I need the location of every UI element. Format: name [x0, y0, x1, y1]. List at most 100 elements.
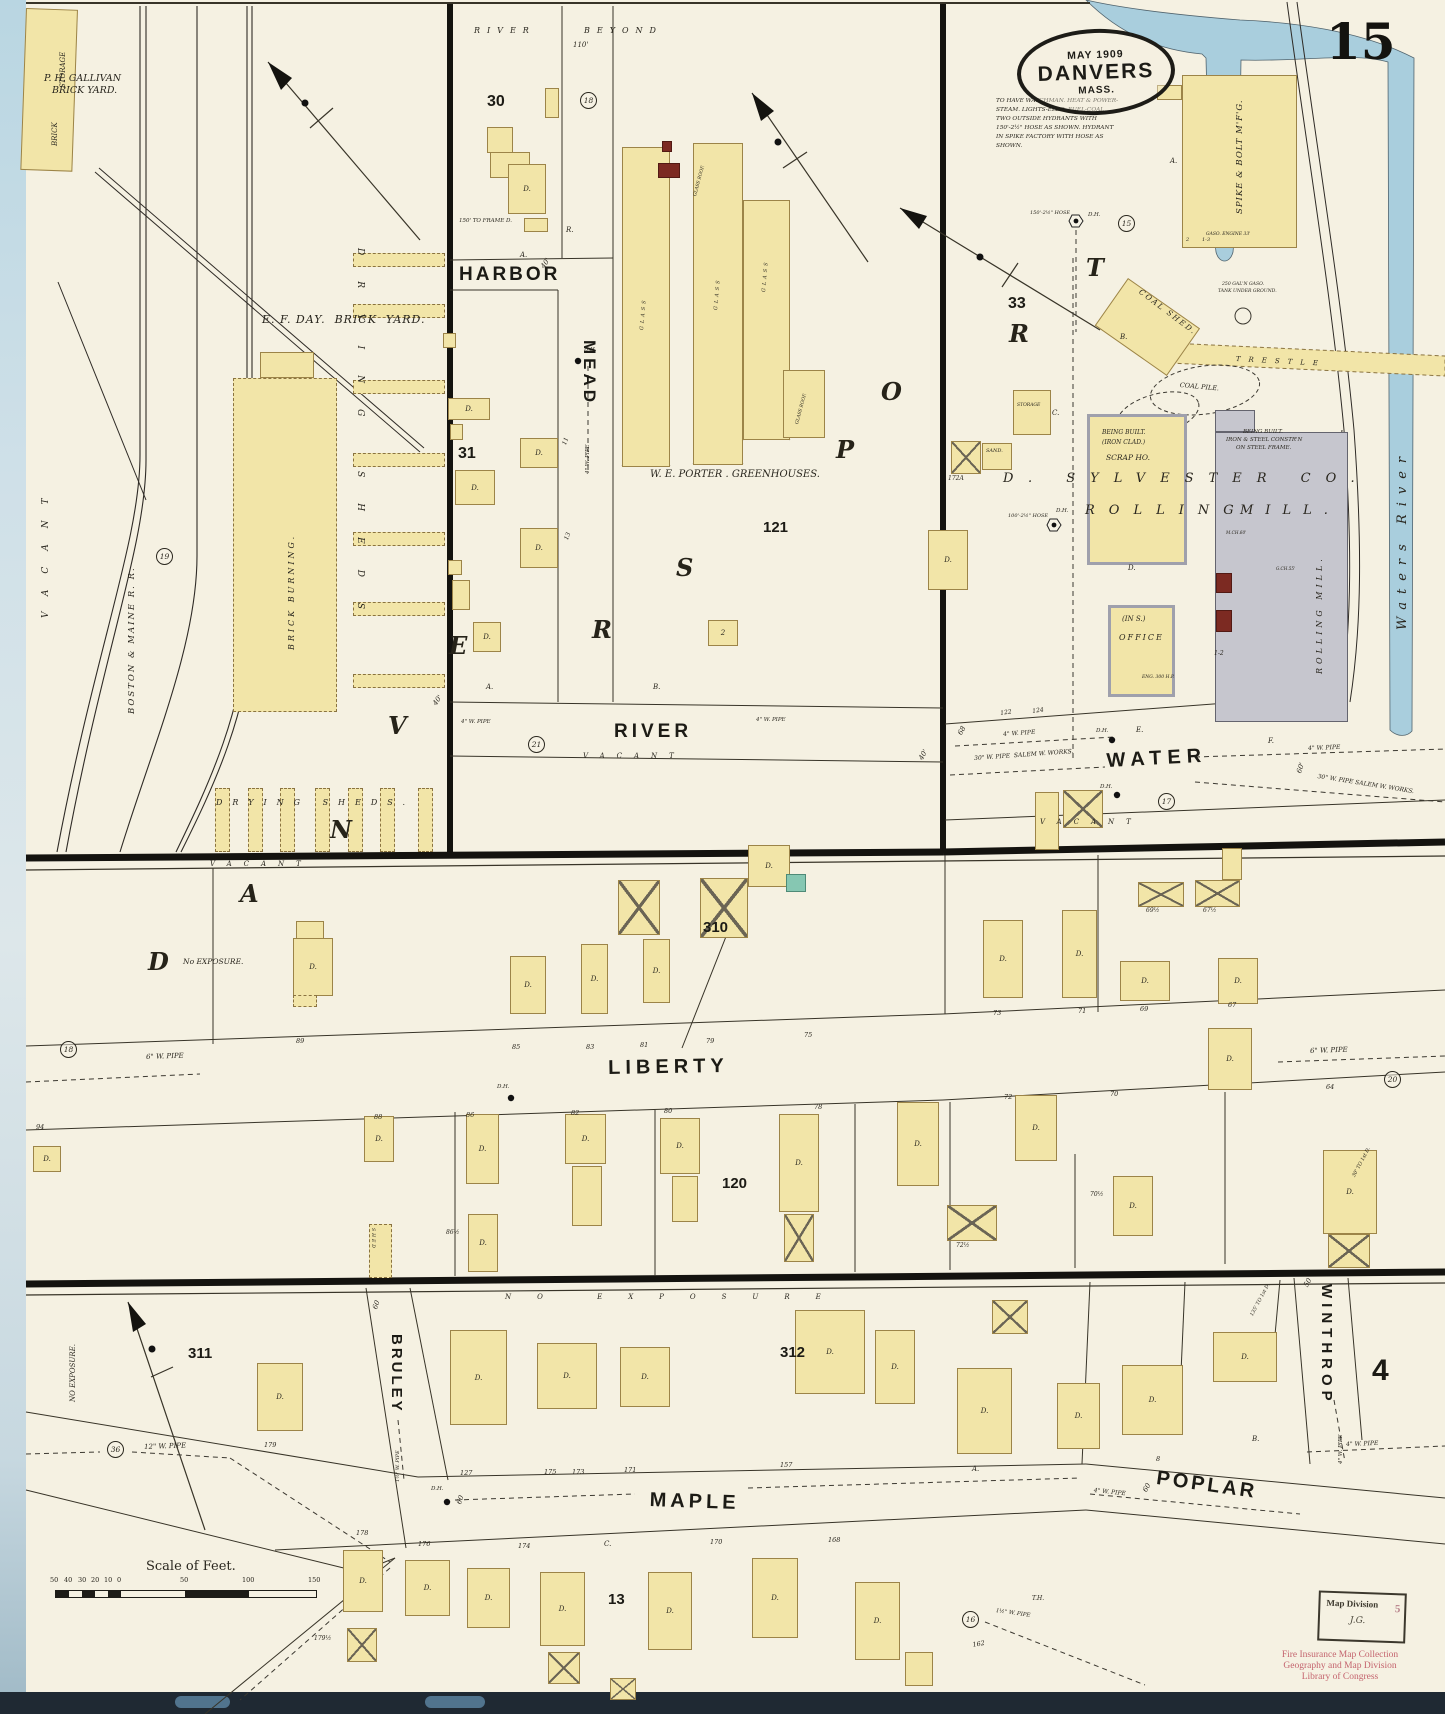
map-line: [942, 838, 1445, 856]
building-footprint: [1035, 792, 1059, 850]
map-label: D.H.: [431, 1486, 444, 1492]
map-label: 2: [1186, 237, 1190, 243]
map-label: DRYING SHEDS.: [216, 798, 416, 807]
building-footprint: D.: [748, 845, 790, 887]
map-label: ROLLING: [1085, 503, 1248, 518]
map-label: D.H.: [1056, 508, 1069, 514]
map-label: 4" W. PIPE: [585, 444, 591, 474]
building-label: D.: [474, 1373, 483, 1382]
hydrant-dot: [1113, 791, 1121, 799]
scan-smudge: [425, 1696, 485, 1708]
building-label: D.: [1074, 1412, 1083, 1420]
building-footprint: D.: [752, 1558, 798, 1638]
map-line: [944, 701, 1241, 725]
map-label: 86: [466, 1111, 475, 1119]
map-line: [1347, 1277, 1363, 1441]
map-label: 71: [1078, 1007, 1087, 1015]
map-label: BRULEY: [388, 1334, 405, 1414]
water-pipe-line: [1194, 781, 1445, 803]
map-label: 67½: [1203, 907, 1217, 914]
building-footprint: D.: [643, 939, 670, 1003]
map-line: [1274, 1279, 1281, 1336]
hydrant-dot: [1051, 522, 1057, 528]
building-label: D.: [581, 1135, 590, 1143]
map-line: [25, 848, 944, 862]
map-label: A.: [486, 683, 494, 691]
map-division-stamp: Map Division J.G. 5: [1317, 1590, 1407, 1644]
map-label: 179: [264, 1441, 277, 1449]
building-footprint: D.: [779, 1114, 819, 1212]
map-label: 12" W. PIPE: [143, 1441, 187, 1451]
building-label: D.: [484, 1594, 493, 1602]
hydrant-dot: [574, 357, 582, 365]
railroad-or-road-line: [57, 281, 147, 501]
building-label: D.: [873, 1617, 882, 1625]
building-footprint: [353, 453, 445, 467]
map-label: No EXPOSURE.: [183, 957, 244, 966]
circled-reference: 18: [60, 1041, 77, 1058]
map-label: D. SYLVESTER CO.: [1003, 471, 1370, 486]
building-footprint: [1222, 848, 1242, 880]
map-label: 73: [993, 1009, 1002, 1017]
building-footprint: D.: [293, 938, 333, 996]
map-label: 171: [624, 1466, 637, 1474]
building-footprint: D.: [897, 1102, 939, 1186]
building-footprint: [700, 878, 748, 938]
map-label: Waters River: [1395, 448, 1410, 630]
map-label: 79: [706, 1037, 715, 1045]
building-label: D.: [590, 975, 599, 983]
building-label: D.: [523, 185, 531, 193]
map-label: RIVER: [614, 721, 693, 742]
building-footprint: [353, 602, 445, 616]
building-footprint: [380, 788, 395, 852]
map-label: VACANT: [41, 482, 51, 618]
map-label: 4" W. PIPE: [1307, 743, 1341, 752]
map-label: 4" W. PIPE: [1338, 1434, 1344, 1464]
map-label: R.: [566, 226, 574, 234]
loc-credit-line3: Library of Congress: [1301, 1672, 1379, 1682]
scan-edge-left: [0, 0, 26, 1714]
building-footprint: [1013, 390, 1051, 435]
building-label: D.: [423, 1584, 432, 1592]
map-line: [1085, 1463, 1445, 1499]
water-pipe-line: [1277, 1055, 1445, 1063]
map-label: B.: [653, 683, 661, 691]
map-label: BRICK: [51, 122, 59, 146]
circled-reference: 20: [1384, 1071, 1401, 1088]
building-footprint: [1087, 414, 1187, 565]
map-label: (IRON CLAD.): [1102, 439, 1146, 446]
district-letter: T: [1086, 253, 1104, 282]
building-footprint: [348, 788, 363, 852]
building-footprint: [786, 874, 806, 892]
building-label: D.: [891, 1363, 899, 1371]
building-label: D.: [771, 1594, 779, 1602]
railroad-or-road-line: [65, 6, 147, 853]
building-label: D.: [826, 1348, 834, 1356]
building-footprint: [448, 560, 462, 575]
building-footprint: [280, 788, 295, 852]
map-label: 30: [487, 93, 505, 110]
building-label: D.: [1234, 977, 1242, 985]
district-letter: P: [836, 435, 855, 464]
map-label: BRICK YARD.: [52, 85, 118, 96]
building-label: D.: [483, 633, 491, 641]
map-label: 170: [710, 1538, 723, 1546]
map-label: 120: [722, 1175, 748, 1192]
district-letter: O: [881, 377, 902, 406]
map-label: IRON & STEEL CONSTR'N: [1226, 437, 1303, 443]
water-pipe-line: [239, 1567, 391, 1701]
map-label: TWO OUTSIDE HYDRANTS WITH: [996, 116, 1097, 122]
water-pipe-line: [25, 1451, 101, 1455]
building-footprint: [248, 788, 263, 852]
building-footprint: D.: [510, 956, 546, 1014]
building-footprint: [524, 218, 548, 232]
building-footprint: D.: [473, 622, 501, 652]
map-label: 64: [1326, 1083, 1335, 1091]
circled-reference: 21: [528, 736, 545, 753]
scale-segment: [82, 1591, 95, 1597]
building-footprint: D.: [875, 1330, 915, 1404]
map-label: WATER: [1105, 744, 1208, 772]
map-line: [417, 1463, 1087, 1478]
building-label: 2: [720, 629, 726, 637]
map-label: 69½: [1146, 907, 1160, 914]
